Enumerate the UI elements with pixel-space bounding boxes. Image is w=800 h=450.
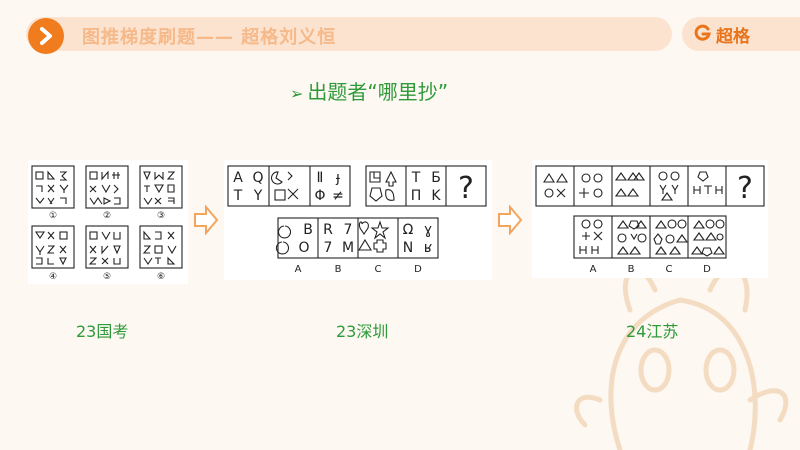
svg-text:R: R — [323, 222, 333, 238]
svg-text:7: 7 — [324, 240, 333, 256]
svg-text:K: K — [431, 188, 441, 204]
svg-text:A: A — [233, 170, 243, 186]
svg-text:ʁ: ʁ — [424, 240, 433, 256]
svg-text:Ⅱ: Ⅱ — [317, 170, 324, 186]
caption-24-jiangsu: 24江苏 — [626, 322, 679, 341]
chevron-logo-icon — [28, 18, 64, 54]
figure-label-2: ② — [103, 211, 111, 221]
figure-label-5: ⑤ — [103, 272, 111, 282]
svg-text:O: O — [298, 240, 309, 256]
svg-text:ɣ: ɣ — [424, 222, 432, 238]
svg-text:П: П — [411, 188, 422, 204]
option-label-c: C — [375, 264, 382, 275]
svg-text:T: T — [411, 170, 421, 186]
figure-label-6: ⑥ — [157, 272, 165, 282]
brand-name: 超格 — [716, 27, 750, 47]
right-arrow-icon — [498, 205, 523, 235]
title-banner — [26, 17, 672, 51]
svg-text:Ω: Ω — [403, 222, 414, 238]
triangle-bullet-icon: ➢ — [290, 84, 304, 103]
svg-text:Φ: Φ — [314, 188, 325, 204]
figure-grid-1: ① ② ③ ④ ⑤ ⑥ — [31, 165, 183, 282]
svg-text:M: M — [342, 240, 354, 256]
option-label-d: D — [703, 264, 711, 275]
option-label-a: A — [295, 264, 302, 275]
svg-text:Q: Q — [252, 170, 263, 186]
figure-label-4: ④ — [49, 272, 57, 282]
subtitle-text: 出题者“哪里抄” — [307, 80, 449, 104]
svg-text:T: T — [233, 188, 243, 204]
svg-text:B: B — [303, 222, 313, 238]
svg-text:N: N — [403, 240, 413, 256]
option-label-b: B — [335, 264, 342, 275]
figure-label-3: ③ — [157, 211, 165, 221]
svg-text:≠: ≠ — [332, 188, 344, 204]
svg-text:?: ? — [458, 171, 474, 206]
figure-label-1: ① — [49, 211, 57, 221]
page-title: 图推梯度刷题—— 超格刘义恒 — [82, 27, 337, 48]
figure-grid-3: ? A B C D — [535, 165, 765, 275]
brand-g-icon — [694, 24, 711, 41]
mascot-watermark-icon — [574, 266, 789, 450]
option-label-b: B — [628, 264, 635, 275]
svg-text:Б: Б — [431, 170, 441, 186]
option-label-a: A — [590, 264, 597, 275]
option-label-c: C — [666, 264, 673, 275]
svg-text:Y: Y — [253, 188, 263, 204]
section-subtitle: ➢出题者“哪里抄” — [290, 76, 448, 105]
right-arrow-icon — [194, 205, 219, 235]
svg-text:ɟ: ɟ — [335, 170, 340, 186]
svg-text:?: ? — [737, 171, 753, 206]
svg-text:7: 7 — [344, 222, 353, 238]
option-label-d: D — [414, 264, 422, 275]
caption-23-guokao: 23国考 — [76, 322, 129, 341]
caption-23-shenzhen: 23深圳 — [336, 322, 389, 341]
